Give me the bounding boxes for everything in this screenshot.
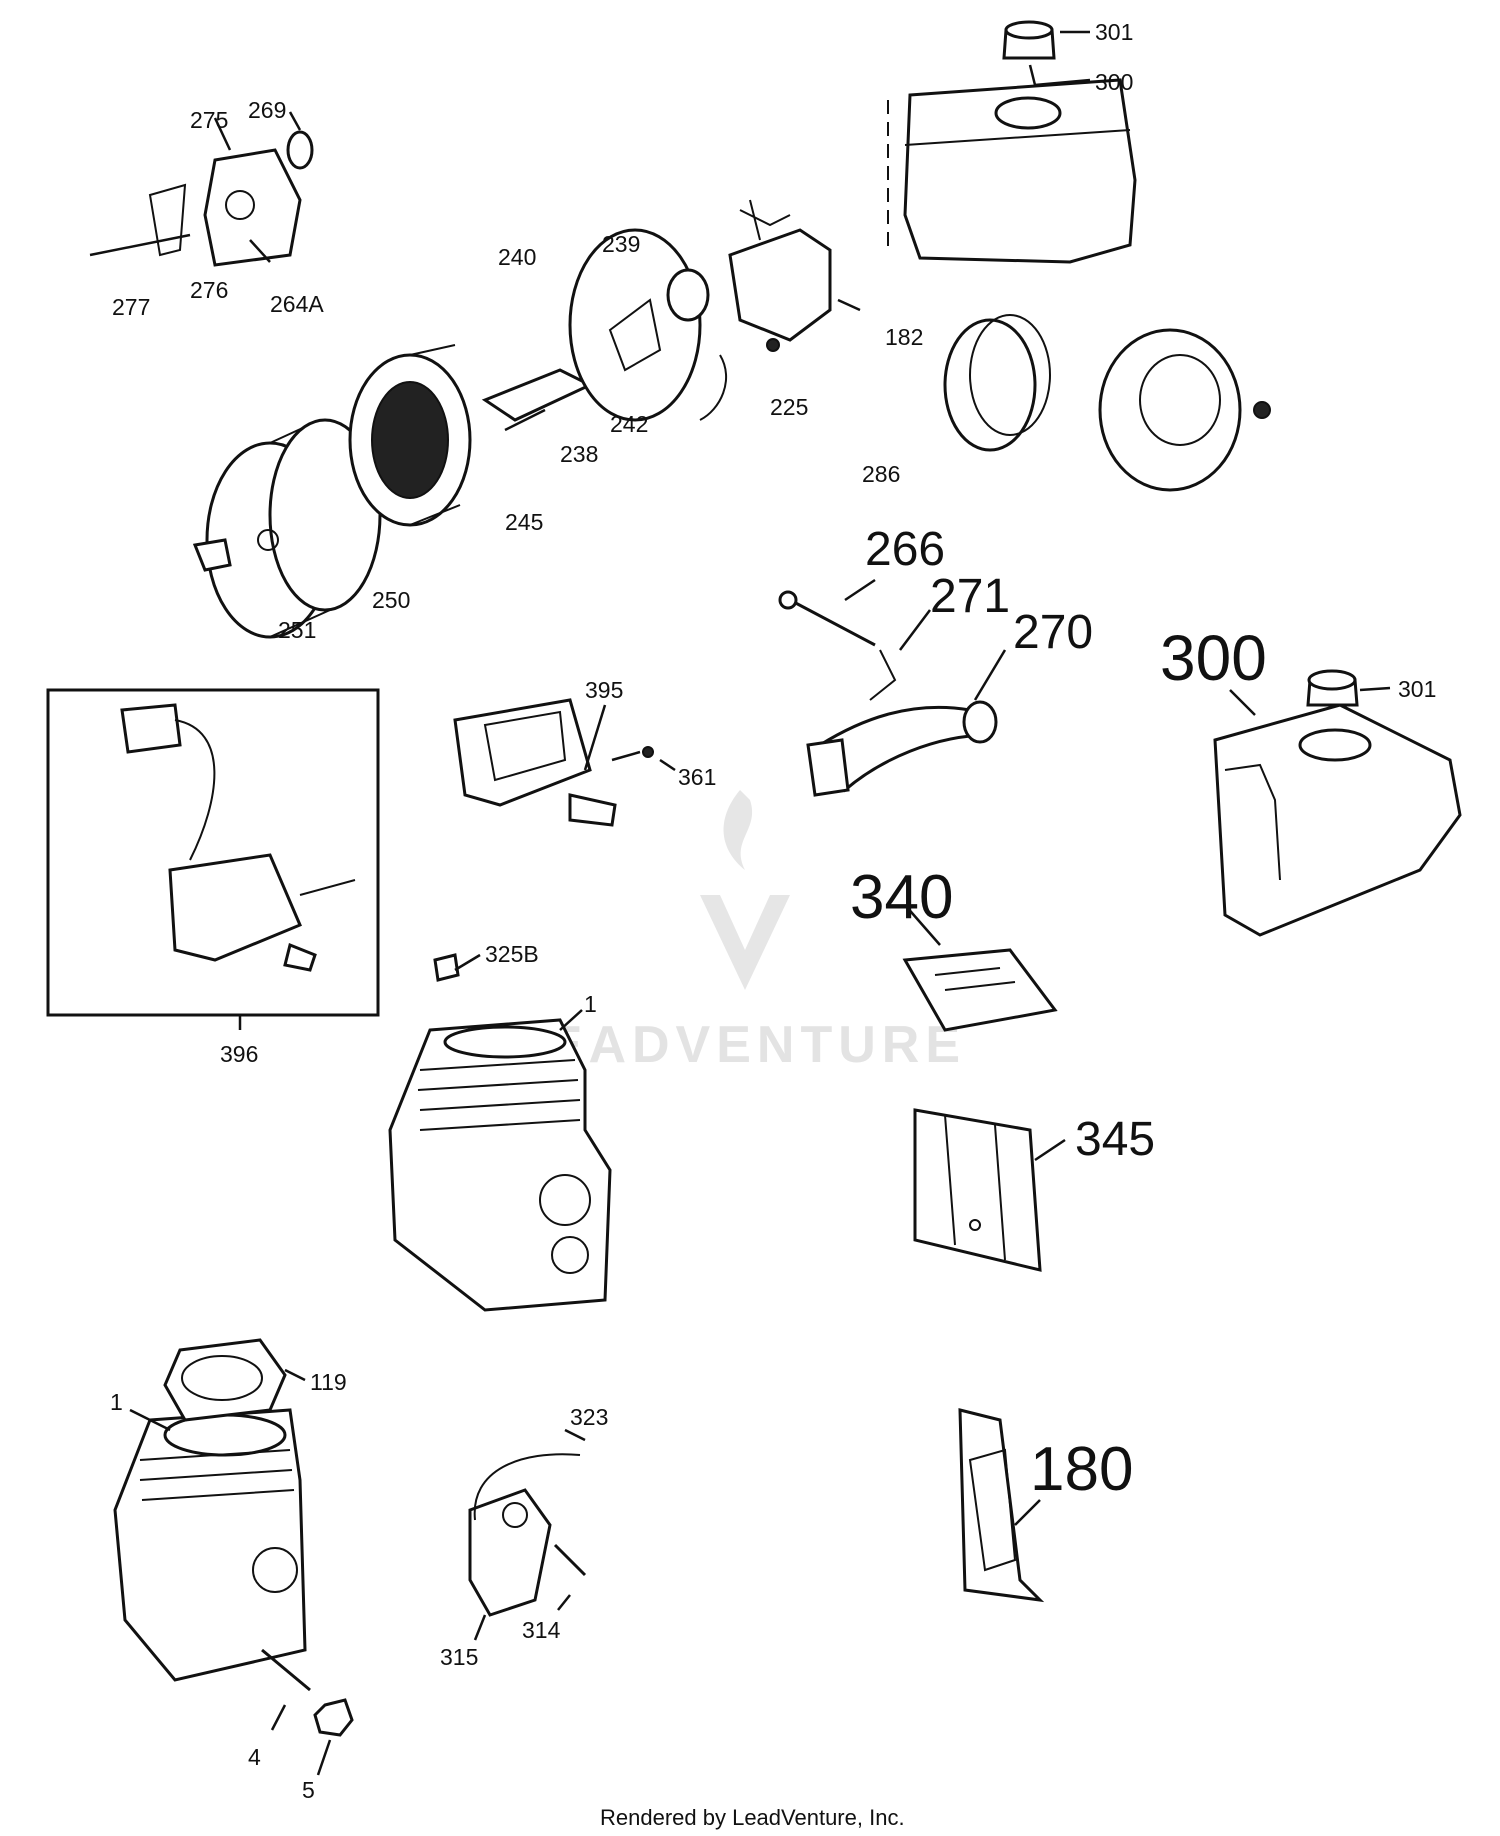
callout-323: 323 (570, 1404, 608, 1430)
callout-361: 361 (678, 764, 716, 790)
callout-238: 238 (560, 441, 598, 467)
callout-340: 340 (850, 863, 953, 932)
gasket-269[interactable] (286, 130, 314, 170)
nut-5[interactable] (313, 1698, 354, 1737)
callout-325B: 325B (485, 941, 539, 967)
callout-395: 395 (585, 677, 623, 703)
callout-315: 315 (440, 1644, 478, 1670)
callout-251: 251 (278, 617, 316, 643)
fuel-tank-300[interactable] (887, 78, 1137, 264)
callout-240: 240 (498, 244, 536, 270)
bracket-340[interactable] (902, 948, 1058, 1032)
callout-301: 301 (1095, 19, 1133, 45)
callout-269: 269 (248, 97, 286, 123)
callout-300: 300 (1095, 69, 1133, 95)
clip-325B[interactable] (433, 953, 460, 982)
gasket-239[interactable] (666, 268, 710, 322)
fuel-cap-301[interactable] (1002, 20, 1056, 60)
callout-286: 286 (862, 461, 900, 487)
callout-276: 276 (190, 277, 228, 303)
fuel-cap-301-alt[interactable] (1306, 669, 1359, 707)
callout-266: 266 (865, 523, 945, 576)
callout-314: 314 (522, 1617, 561, 1643)
stud-4[interactable] (261, 1648, 311, 1692)
bolt-266[interactable] (778, 590, 876, 647)
retainer-286[interactable] (943, 314, 1051, 452)
lock-271[interactable] (869, 649, 897, 701)
callout-301-large: 301 (1398, 676, 1436, 702)
callout-1-center: 1 (584, 991, 597, 1017)
switch-395[interactable] (453, 698, 617, 827)
starter-pulley[interactable] (1098, 328, 1271, 492)
callout-242: 242 (610, 411, 648, 437)
callout-250: 250 (372, 587, 410, 613)
callout-1-left: 1 (110, 1389, 123, 1415)
callout-300-large: 300 (1160, 622, 1267, 694)
baffle-345[interactable] (913, 1108, 1042, 1272)
fuel-tank-300-alt[interactable] (1213, 703, 1462, 937)
air-filter-245[interactable] (348, 344, 472, 527)
callout-264A: 264A (270, 291, 324, 317)
callout-270: 270 (1013, 606, 1093, 659)
carburetor[interactable] (728, 199, 832, 352)
callout-396: 396 (220, 1041, 258, 1067)
watermark-logo: LEADVENTURE (510, 790, 966, 1074)
callout-275: 275 (190, 107, 228, 133)
muffler-275[interactable] (148, 148, 302, 267)
callout-4: 4 (248, 1744, 261, 1770)
callout-277: 277 (112, 294, 150, 320)
ignition-module[interactable] (468, 1453, 581, 1617)
callout-239: 239 (602, 231, 640, 257)
inset-switch-kit-396[interactable] (46, 688, 380, 1017)
baffle-180[interactable] (958, 1408, 1045, 1603)
footer-credit: Rendered by LeadVenture, Inc. (600, 1805, 905, 1830)
cylinder-block-1[interactable] (388, 1018, 612, 1312)
callout-271: 271 (930, 570, 1010, 623)
exhaust-pipe-270[interactable] (806, 700, 998, 797)
callout-225: 225 (770, 394, 808, 420)
callout-345: 345 (1075, 1113, 1155, 1166)
callout-182: 182 (885, 324, 923, 350)
watermark-text: LEADVENTURE (510, 1016, 966, 1074)
backplate-240[interactable] (568, 228, 702, 422)
callout-119: 119 (310, 1369, 347, 1395)
gasket-119[interactable] (163, 1338, 287, 1422)
cylinder-assembly-1[interactable] (113, 1408, 307, 1682)
callout-180: 180 (1030, 1435, 1133, 1504)
callout-245: 245 (505, 509, 543, 535)
wing-nut-251[interactable] (192, 538, 232, 572)
callout-5: 5 (302, 1777, 315, 1803)
